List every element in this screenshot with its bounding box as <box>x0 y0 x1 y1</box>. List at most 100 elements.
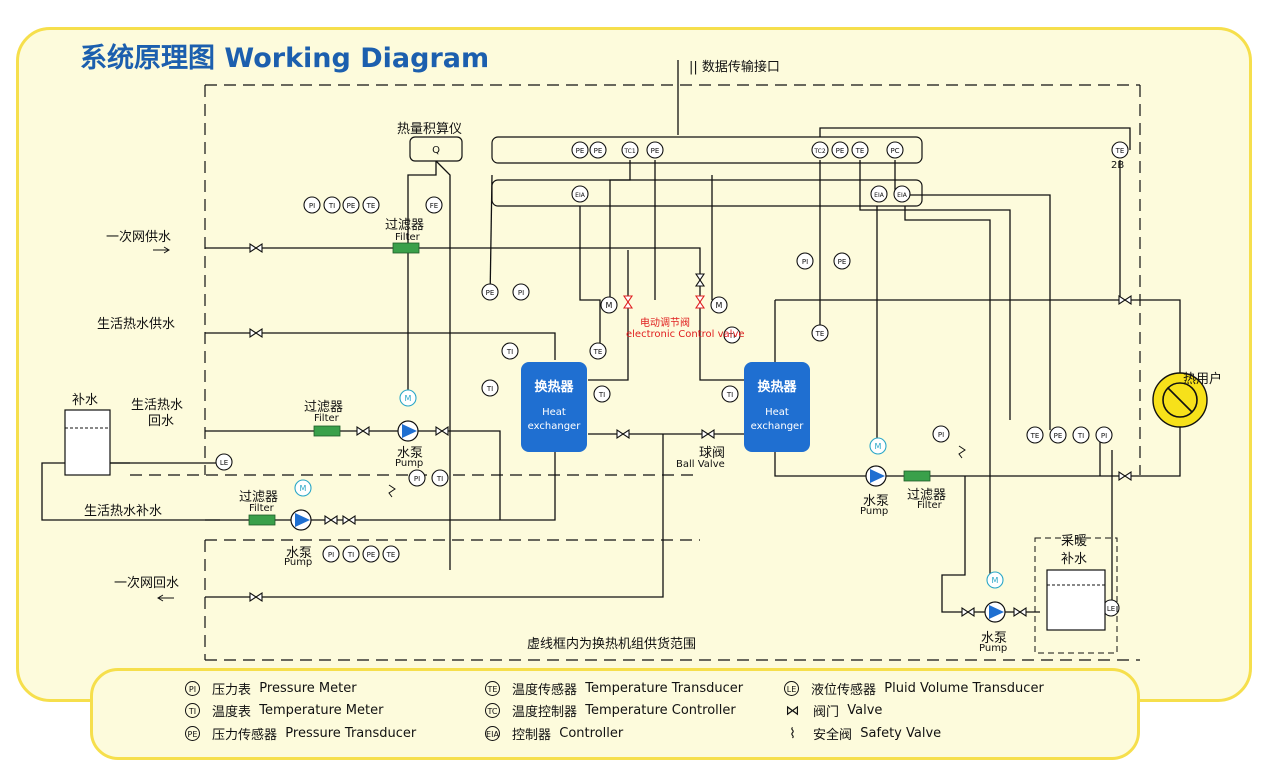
instrument-ti <box>481 379 499 397</box>
instrument-pe <box>831 141 849 159</box>
valve-icon <box>1118 294 1132 306</box>
instrument-tag: PI <box>309 202 315 210</box>
instrument-pi <box>512 283 530 301</box>
instrument-pi <box>796 252 814 270</box>
instrument-te <box>811 324 829 342</box>
valve-icon <box>435 425 449 437</box>
valve-icon <box>249 242 263 254</box>
instrument-tag: TE <box>386 551 396 559</box>
instrument-tag: TI <box>598 391 605 399</box>
ball-valve-label-en: Ball Valve <box>676 459 725 470</box>
signal-line <box>904 206 991 580</box>
instrument-tag: PI <box>938 431 944 439</box>
hx-connection-pipe <box>588 250 629 381</box>
instrument-tag: PE <box>367 551 376 559</box>
safety-valve-icon <box>388 484 396 498</box>
signal-line <box>609 160 631 305</box>
legend-symbol: EIA <box>485 726 500 741</box>
instrument-tag: PI <box>1101 432 1107 440</box>
filter-icon <box>313 425 341 437</box>
motor-tag: M <box>606 301 613 310</box>
valve-icon <box>1013 606 1027 618</box>
signal-bus <box>491 179 923 207</box>
instrument-tag: TI <box>726 391 733 399</box>
te-2b-label: 2B <box>1111 160 1125 171</box>
scope-note: 虚线框内为换热机组供货范围 <box>527 637 697 652</box>
filter-label-en: Filter <box>395 232 420 243</box>
valve-icon <box>694 273 706 287</box>
instrument-tag: PE <box>651 147 660 155</box>
control-valve-label-en: electronic Control valve <box>626 329 745 340</box>
pump-icon <box>290 509 312 531</box>
instrument-tag: TE <box>1030 432 1040 440</box>
motor-icon <box>600 296 618 314</box>
primary-supply-pipe <box>699 300 745 381</box>
heating-makeup-label-1: 采暖 <box>1061 534 1088 549</box>
instrument-tag: TI <box>486 385 493 393</box>
filter-icon <box>248 514 276 526</box>
hx-title: 换热器 <box>534 379 574 395</box>
instrument-tc1 <box>621 141 639 159</box>
heating-return-pipe <box>774 420 1181 477</box>
instrument-tag: TE <box>593 348 603 356</box>
instrument-pe <box>342 196 360 214</box>
instrument-ti <box>501 342 519 360</box>
heating-makeup-tank <box>1046 569 1106 631</box>
valve-icon <box>249 327 263 339</box>
instrument-tag: TI <box>347 551 354 559</box>
instrument-ti <box>323 196 341 214</box>
filter-label-en: Filter <box>314 413 339 424</box>
valve-icon <box>961 606 975 618</box>
instrument-te <box>362 196 380 214</box>
legend-item: EIA 控制器 Controller <box>485 726 624 743</box>
signal-line <box>819 127 1131 150</box>
heat-user-icon <box>1152 372 1208 428</box>
pump-icon <box>865 465 887 487</box>
filter-label-cn: 过滤器 <box>907 488 947 503</box>
pump-label-cn: 水泵 <box>981 631 1008 646</box>
dhw-supply-label: 生活热水供水 <box>97 317 176 332</box>
instrument-tag: TC2 <box>813 148 826 155</box>
instrument-ti <box>593 385 611 403</box>
pump-label-cn: 水泵 <box>397 446 424 461</box>
instrument-pi <box>408 469 426 487</box>
filter-label-en: Filter <box>249 503 274 514</box>
instrument-ti <box>342 545 360 563</box>
hx-subtitle: Heat <box>765 407 789 418</box>
pump-icon <box>984 601 1006 623</box>
valve-icon: ⋈ <box>785 702 800 719</box>
instrument-tc2 <box>811 141 829 159</box>
instrument-pi <box>1095 426 1113 444</box>
instrument-pe <box>833 252 851 270</box>
scope-boundary <box>1034 537 1118 654</box>
filter-label-en: Filter <box>917 500 942 511</box>
motor-tag: M <box>405 394 412 403</box>
instrument-tag: TI <box>506 348 513 356</box>
pump-label-en: Pump <box>284 557 313 568</box>
instrument-ti <box>723 326 741 344</box>
data-interface-label: || 数据传输接口 <box>689 60 780 75</box>
instrument-te <box>1111 141 1129 159</box>
legend-item: LE 液位传感器 Pluid Volume Transducer <box>784 679 1044 698</box>
safety-valve-icon: ⌇ <box>789 725 796 742</box>
valve-icon <box>616 428 630 440</box>
signal-line <box>859 160 1011 420</box>
legend-item: TI 温度表 Temperature Meter <box>185 701 383 720</box>
instrument-pi <box>322 545 340 563</box>
instrument-eia <box>893 185 911 203</box>
instrument-ti <box>1072 426 1090 444</box>
dhw-supply-pipe <box>205 332 556 360</box>
filter-icon <box>903 470 931 482</box>
instrument-tag: LE <box>1107 605 1115 613</box>
instrument-pe <box>571 141 589 159</box>
dhw-return-pipe <box>205 430 501 520</box>
flow-arrow-icon <box>157 594 174 602</box>
hx-subtitle: exchanger <box>751 421 805 432</box>
primary-supply-label: 一次网供水 <box>106 230 172 245</box>
instrument-tag: EIA <box>874 192 885 199</box>
legend-symbol: PI <box>185 681 200 696</box>
heating-makeup-label-2: 补水 <box>1061 552 1088 567</box>
interface-port-icon: || <box>689 60 698 75</box>
valve-icon <box>622 295 634 309</box>
